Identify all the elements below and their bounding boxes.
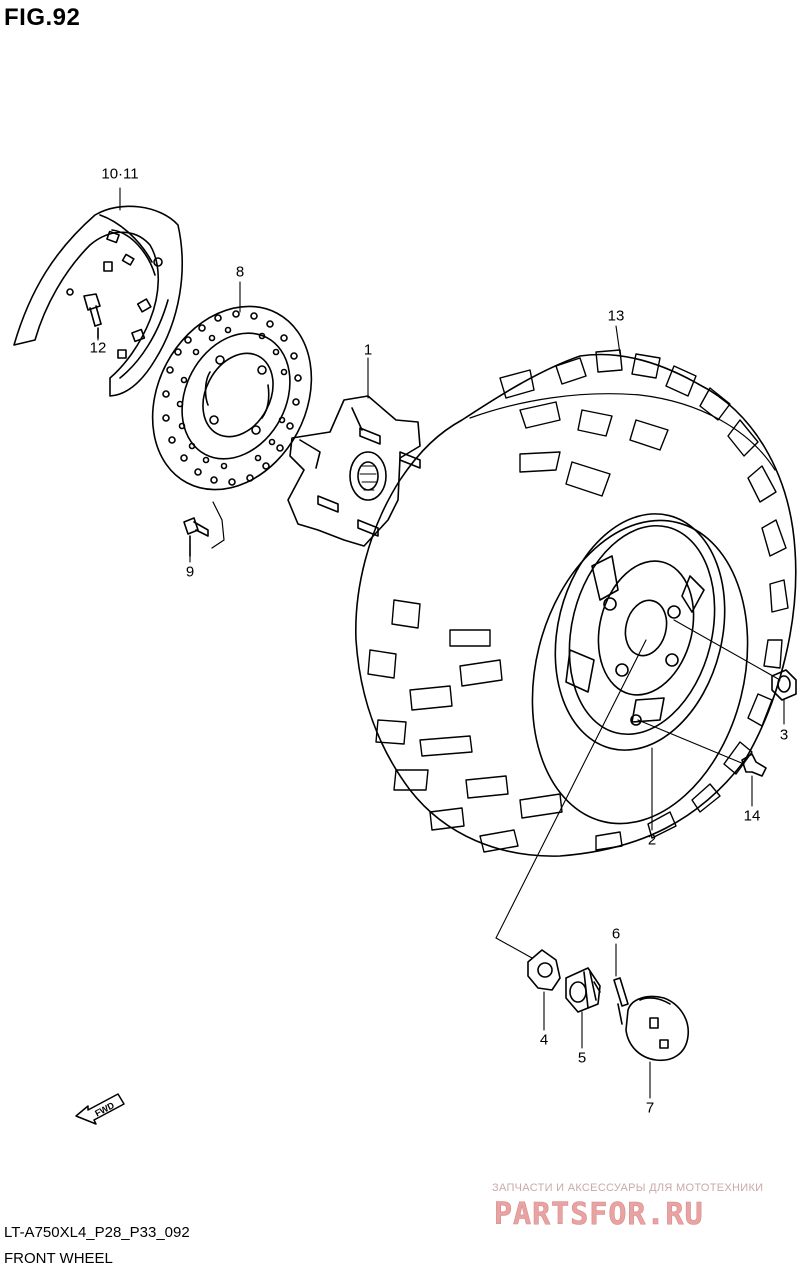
hub-studs (317, 427, 421, 537)
leader-lines (97, 187, 785, 1099)
model-code: LT-A750XL4_P28_P33_092 (4, 1224, 190, 1241)
watermark-logo: PARTSFOR.RU (494, 1197, 704, 1233)
fwd-arrow-icon: FWD (75, 1093, 125, 1125)
callout-4: 4 (539, 1031, 549, 1049)
wheel-rim-part-2 (554, 513, 726, 751)
watermark-logo-text: PARTSFOR.RU (494, 1197, 704, 1232)
tire-tread-blocks (367, 349, 789, 853)
callout-1: 1 (363, 341, 373, 359)
castle-nut-part-5 (565, 967, 601, 1013)
wheel-nut-part-3 (771, 669, 797, 701)
wheel-hub-part-1 (287, 395, 421, 547)
callout-6: 6 (611, 925, 621, 943)
brake-disc-cover-part (13, 205, 183, 397)
callout-13: 13 (607, 307, 625, 325)
hub-cap-part-7 (625, 995, 689, 1062)
cotter-pin-part-6 (613, 977, 629, 1025)
callout-2: 2 (647, 831, 657, 849)
brake-disc-part-8 (151, 305, 313, 491)
callout-3: 3 (779, 726, 789, 744)
tire-part-13 (355, 349, 797, 857)
figure-title: FIG.92 (4, 4, 81, 31)
callout-9: 9 (185, 563, 195, 581)
callout-8: 8 (235, 263, 245, 281)
callout-14: 14 (743, 807, 761, 825)
valve-stem-part-14 (741, 753, 767, 777)
callout-10-11: 10·11 (101, 165, 139, 183)
callout-7: 7 (645, 1099, 655, 1117)
section-name: FRONT WHEEL (4, 1250, 113, 1267)
watermark-tagline: ЗАПЧАСТИ И АКСЕССУАРЫ ДЛЯ МОТОТЕХНИКИ (492, 1182, 764, 1194)
disc-perforation-holes (162, 310, 302, 486)
callout-5: 5 (577, 1049, 587, 1067)
callout-12: 12 (89, 339, 107, 357)
washer-part-4 (527, 949, 561, 991)
